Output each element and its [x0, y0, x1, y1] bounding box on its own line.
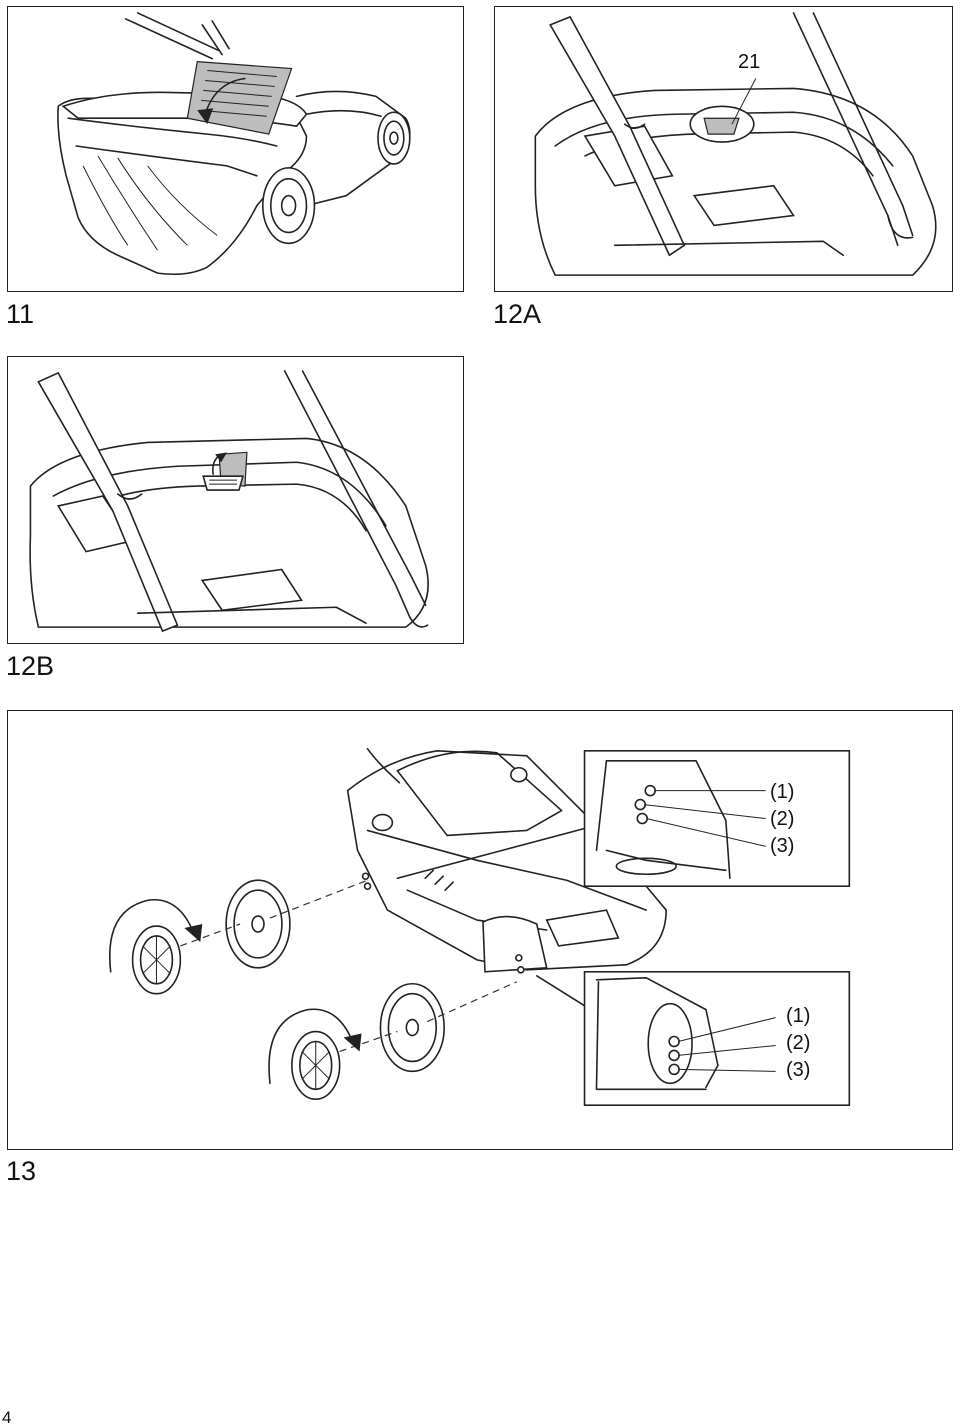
wheel-icon: [262, 167, 316, 245]
figure-number-12a: 12A: [493, 299, 542, 329]
rear-position-label-1: (1): [770, 781, 795, 803]
figure-number-12b: 12B: [6, 651, 55, 681]
front-position-label-2: (2): [786, 1032, 811, 1054]
rear-position-label-3: (3): [770, 835, 795, 857]
grass-box-indicator-illustration: [534, 12, 937, 276]
rear-position-label-2: (2): [770, 808, 795, 830]
callout-21: 21: [738, 51, 761, 73]
wheel-icon: [377, 111, 411, 165]
wheel-icon: [379, 982, 445, 1073]
figure-12b-panel: [7, 356, 464, 644]
wheel-icon: [291, 1030, 341, 1101]
front-position-label-3: (3): [786, 1059, 811, 1081]
arrow-icon: [109, 898, 195, 973]
figure-number-13: 13: [6, 1156, 37, 1186]
figure-12a-panel: [494, 6, 953, 292]
figure-13-panel: [7, 710, 953, 1150]
mower-grass-box-illustration: [57, 12, 411, 276]
wheel-height-adjustment-illustration: [109, 748, 851, 1106]
mower-icon: [346, 748, 667, 974]
front-position-label-1: (1): [786, 1005, 811, 1027]
arrow-icon: [268, 1008, 354, 1085]
page-number: 4: [2, 1408, 12, 1427]
figure-11-panel: [7, 6, 464, 292]
wheel-icon: [131, 925, 182, 995]
figure-number-11: 11: [6, 299, 35, 329]
wheel-icon: [225, 879, 291, 969]
callout-21-leader: [731, 78, 757, 125]
grass-box-full-indicator-illustration: [29, 370, 429, 633]
